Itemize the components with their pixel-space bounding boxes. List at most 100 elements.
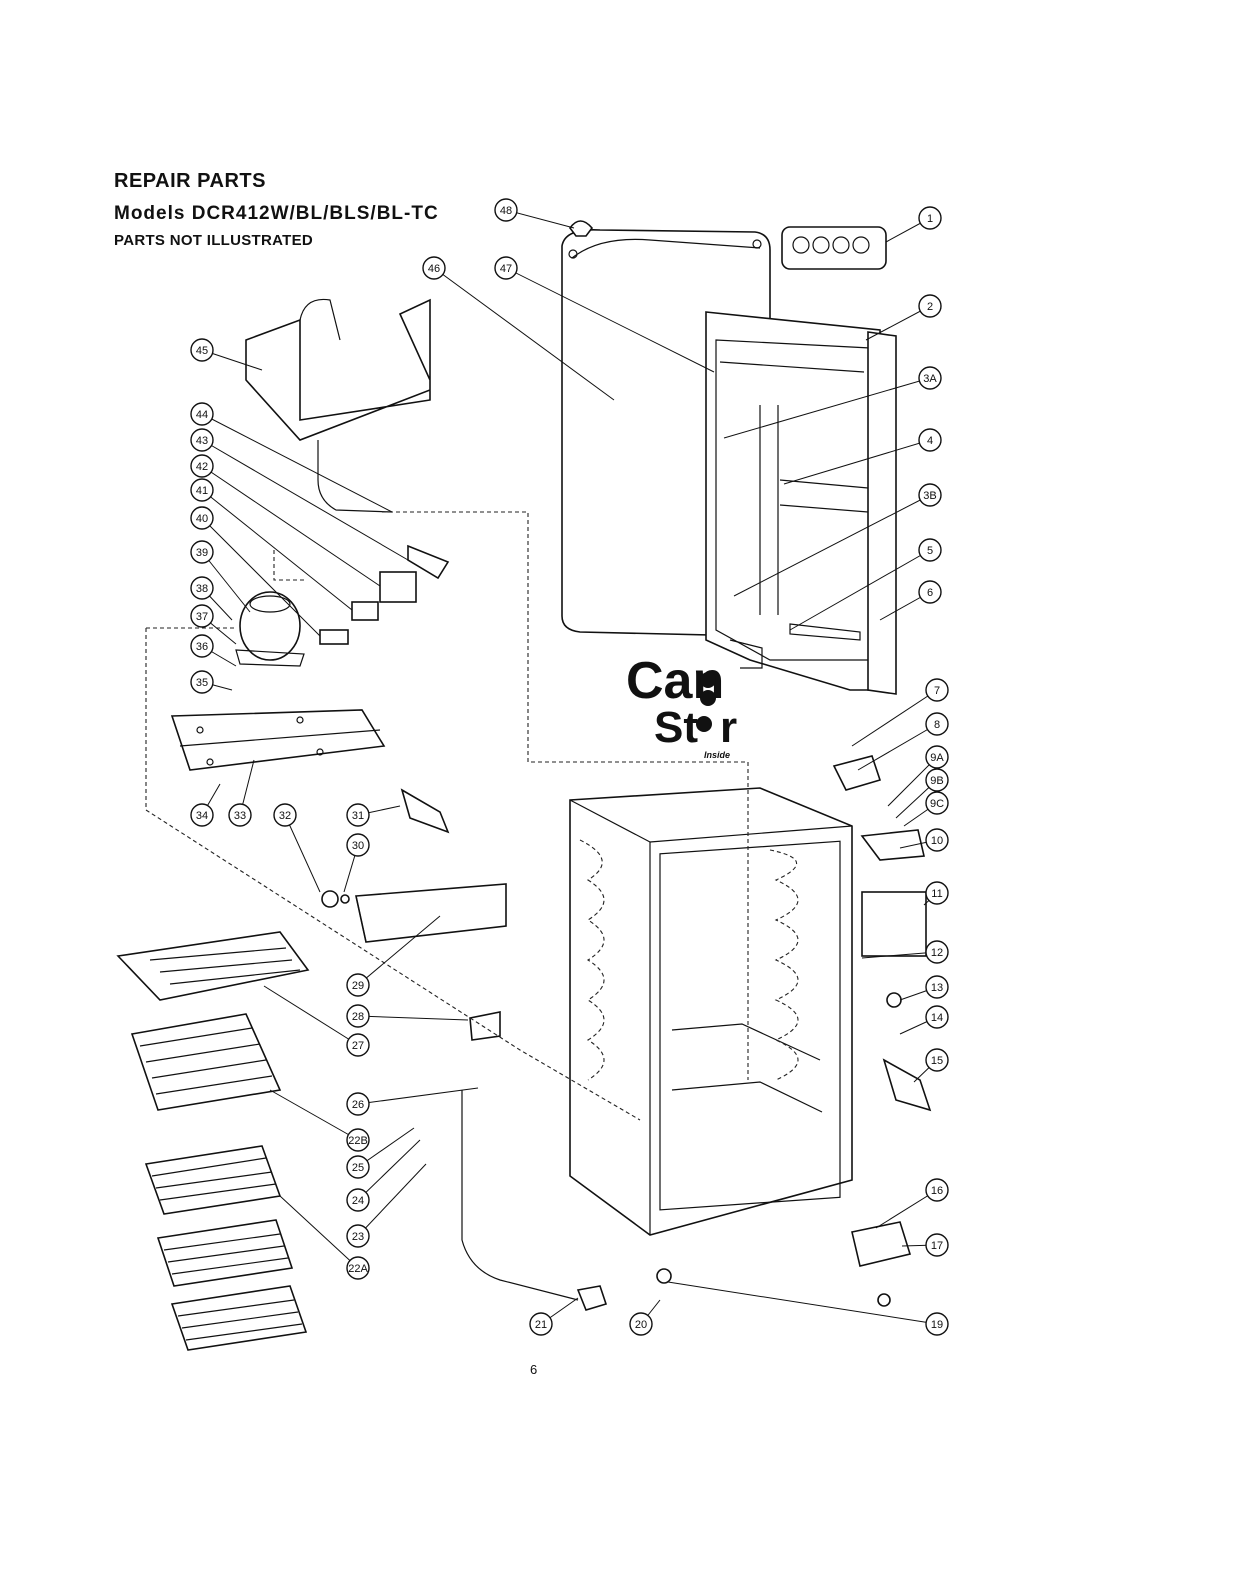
shelf-large	[132, 1014, 280, 1110]
callout-33: 33	[229, 804, 251, 826]
hinge-cover	[470, 1012, 500, 1040]
callout-5: 5	[919, 539, 941, 561]
callout-40: 40	[191, 507, 213, 529]
svg-text:29: 29	[352, 980, 364, 992]
svg-text:3B: 3B	[923, 490, 936, 502]
callout-21: 21	[530, 1313, 552, 1335]
callout-36: 36	[191, 635, 213, 657]
callout-3b: 3B	[919, 484, 941, 506]
svg-text:16: 16	[931, 1185, 943, 1197]
callout-29: 29	[347, 974, 369, 996]
callout-24: 24	[347, 1189, 369, 1211]
callout-41: 41	[191, 479, 213, 501]
callout-2: 2	[919, 295, 941, 317]
callout-39: 39	[191, 541, 213, 563]
leader-line-7	[852, 690, 937, 746]
svg-text:11: 11	[931, 888, 942, 900]
callout-15: 15	[926, 1049, 948, 1071]
callout-12: 12	[926, 941, 948, 963]
svg-text:33: 33	[234, 810, 246, 822]
callout-28: 28	[347, 1005, 369, 1027]
svg-text:8: 8	[934, 719, 940, 731]
svg-text:3A: 3A	[923, 373, 937, 385]
callout-11: 11	[926, 882, 948, 904]
canstor-logo: Can St r Inside	[626, 652, 737, 760]
svg-text:39: 39	[196, 547, 208, 559]
leader-line-42	[202, 466, 380, 586]
callout-46: 46	[423, 257, 445, 279]
svg-text:10: 10	[931, 835, 943, 847]
cabinet	[570, 788, 852, 1235]
svg-text:22A: 22A	[348, 1263, 368, 1275]
svg-text:36: 36	[196, 641, 208, 653]
leader-line-26	[358, 1088, 478, 1104]
base-frame	[172, 710, 384, 770]
callout-7: 7	[926, 679, 948, 701]
leader-line-22a	[280, 1196, 358, 1268]
leader-line-8	[858, 724, 937, 770]
svg-text:37: 37	[196, 611, 208, 623]
svg-text:23: 23	[352, 1231, 364, 1243]
svg-text:25: 25	[352, 1162, 364, 1174]
svg-text:46: 46	[428, 263, 440, 275]
callout-14: 14	[926, 1006, 948, 1028]
svg-text:21: 21	[535, 1319, 547, 1331]
logo-tag: Inside	[704, 750, 730, 760]
svg-text:4: 4	[927, 435, 933, 447]
callout-30: 30	[347, 834, 369, 856]
shelf-small-2	[158, 1220, 292, 1286]
leader-line-43	[202, 440, 408, 560]
svg-text:32: 32	[279, 810, 291, 822]
svg-text:7: 7	[934, 685, 940, 697]
svg-text:47: 47	[500, 263, 512, 275]
ice-tray	[118, 932, 308, 1000]
svg-text:22B: 22B	[348, 1135, 368, 1147]
svg-text:26: 26	[352, 1099, 364, 1111]
callout-9b: 9B	[926, 769, 948, 791]
callout-34: 34	[191, 804, 213, 826]
svg-text:31: 31	[352, 810, 364, 822]
freezer-compartment	[246, 299, 430, 512]
callout-22a: 22A	[347, 1257, 369, 1279]
svg-text:45: 45	[196, 345, 208, 357]
callout-9c: 9C	[926, 792, 948, 814]
callout-27: 27	[347, 1034, 369, 1056]
svg-text:20: 20	[635, 1319, 647, 1331]
door-inner-liner	[706, 312, 896, 694]
svg-text:43: 43	[196, 435, 208, 447]
leader-line-22b	[270, 1090, 358, 1140]
svg-text:34: 34	[196, 810, 208, 822]
relay-parts	[320, 546, 448, 644]
svg-text:40: 40	[196, 513, 208, 525]
svg-text:38: 38	[196, 583, 208, 595]
svg-text:2: 2	[927, 301, 933, 313]
callout-20: 20	[630, 1313, 652, 1335]
callout-31: 31	[347, 804, 369, 826]
shelf-small-1	[146, 1146, 280, 1214]
svg-text:44: 44	[196, 409, 208, 421]
leader-line-41	[202, 490, 352, 610]
callout-1: 1	[919, 207, 941, 229]
svg-text:42: 42	[196, 461, 208, 473]
leader-line-19	[668, 1282, 937, 1324]
callout-13: 13	[926, 976, 948, 998]
leader-line-28	[358, 1016, 468, 1020]
callout-35: 35	[191, 671, 213, 693]
svg-text:41: 41	[196, 485, 208, 497]
svg-text:48: 48	[500, 205, 512, 217]
svg-text:14: 14	[931, 1012, 943, 1024]
svg-text:24: 24	[352, 1195, 364, 1207]
compressor	[236, 592, 304, 666]
svg-text:9B: 9B	[930, 775, 943, 787]
leader-line-27	[264, 986, 358, 1045]
callout-3a: 3A	[919, 367, 941, 389]
callout-10: 10	[926, 829, 948, 851]
callout-42: 42	[191, 455, 213, 477]
svg-text:15: 15	[931, 1055, 943, 1067]
callout-43: 43	[191, 429, 213, 451]
shelf-small-3	[172, 1286, 306, 1350]
svg-text:17: 17	[931, 1240, 943, 1252]
page-number: 6	[530, 1362, 537, 1377]
svg-text:12: 12	[931, 947, 943, 959]
